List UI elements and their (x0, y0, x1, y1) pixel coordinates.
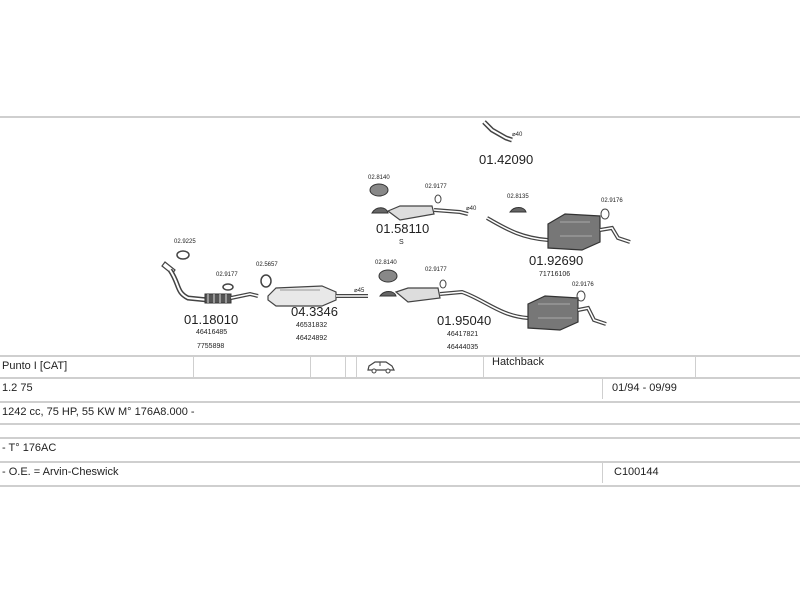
oe-number-label: 46444035 (447, 344, 478, 351)
part-front-pipe[interactable] (161, 261, 259, 304)
part-code-label: 04.3346 (291, 304, 338, 319)
divider (695, 357, 696, 377)
accessory-code-label: 02.9177 (425, 267, 447, 273)
bottom-border (0, 485, 800, 487)
part-code-label: 01.92690 (529, 253, 583, 268)
divider (356, 357, 357, 377)
oe-number-label: 7755898 (197, 343, 224, 350)
diameter-label: ⌀40 (512, 132, 523, 138)
model-name: Punto I [CAT] (2, 360, 68, 372)
accessory-code-label: 02.8140 (368, 175, 390, 181)
part-note-label: S (399, 239, 404, 246)
divider (193, 357, 194, 377)
info-row-engine: 1.2 75 01/94 - 09/99 (0, 377, 800, 399)
diameter-label: ⌀45 (354, 288, 365, 294)
part-rear-silencer-upper[interactable] (486, 207, 631, 251)
part-catalytic-converter[interactable] (267, 285, 368, 307)
reference-code: C100144 (614, 466, 659, 478)
info-row-type: - T° 176AC (0, 437, 800, 459)
divider (310, 357, 311, 377)
body-type: Hatchback (492, 356, 544, 368)
part-code-label: 01.42090 (479, 152, 533, 167)
accessory-code-label: 02.8140 (375, 260, 397, 266)
oe-number-label: 46416485 (196, 329, 227, 336)
info-row-model: Punto I [CAT] Hatchback (0, 355, 800, 377)
accessory-code-label: 02.9176 (601, 198, 623, 204)
engine-spec: 1242 cc, 75 HP, 55 KW M° 176A8.000 - (2, 406, 195, 418)
part-code-label: 01.18010 (184, 312, 238, 327)
oe-manufacturer: - O.E. = Arvin-Cheswick (2, 466, 119, 478)
divider (345, 357, 346, 377)
part-code-label: 01.58110 (376, 221, 429, 236)
part-middle-silencer-upper[interactable] (369, 183, 469, 221)
accessory-code-label: 02.5657 (256, 262, 278, 268)
info-row-oe: - O.E. = Arvin-Cheswick C100144 (0, 461, 800, 483)
info-row-empty (0, 423, 800, 437)
accessory-code-label: 02.9177 (425, 184, 447, 190)
accessory-code-label: 02.9176 (572, 282, 594, 288)
type-code: - T° 176AC (2, 442, 57, 454)
divider (483, 357, 484, 377)
oe-number-label: 46424892 (296, 335, 327, 342)
production-years: 01/94 - 09/99 (612, 382, 677, 394)
accessory-code-label: 02.8135 (507, 194, 529, 200)
part-rear-silencer-lower[interactable] (378, 269, 607, 331)
part-tail-pipe[interactable] (482, 120, 513, 143)
engine-label: 1.2 75 (2, 382, 33, 394)
oe-number-label: 46417821 (447, 331, 478, 338)
accessory-code-label: 02.9177 (216, 272, 238, 278)
part-code-label: 01.95040 (437, 313, 491, 328)
accessory-code-label: 02.9225 (174, 239, 196, 245)
gasket-icon (176, 250, 272, 291)
hatchback-car-icon (366, 360, 396, 380)
divider (602, 379, 603, 399)
info-row-spec: 1242 cc, 75 HP, 55 KW M° 176A8.000 - (0, 401, 800, 423)
divider (602, 463, 603, 483)
diameter-label: ⌀40 (466, 206, 477, 212)
oe-number-label: 71716106 (539, 271, 570, 278)
oe-number-label: 46531832 (296, 322, 327, 329)
